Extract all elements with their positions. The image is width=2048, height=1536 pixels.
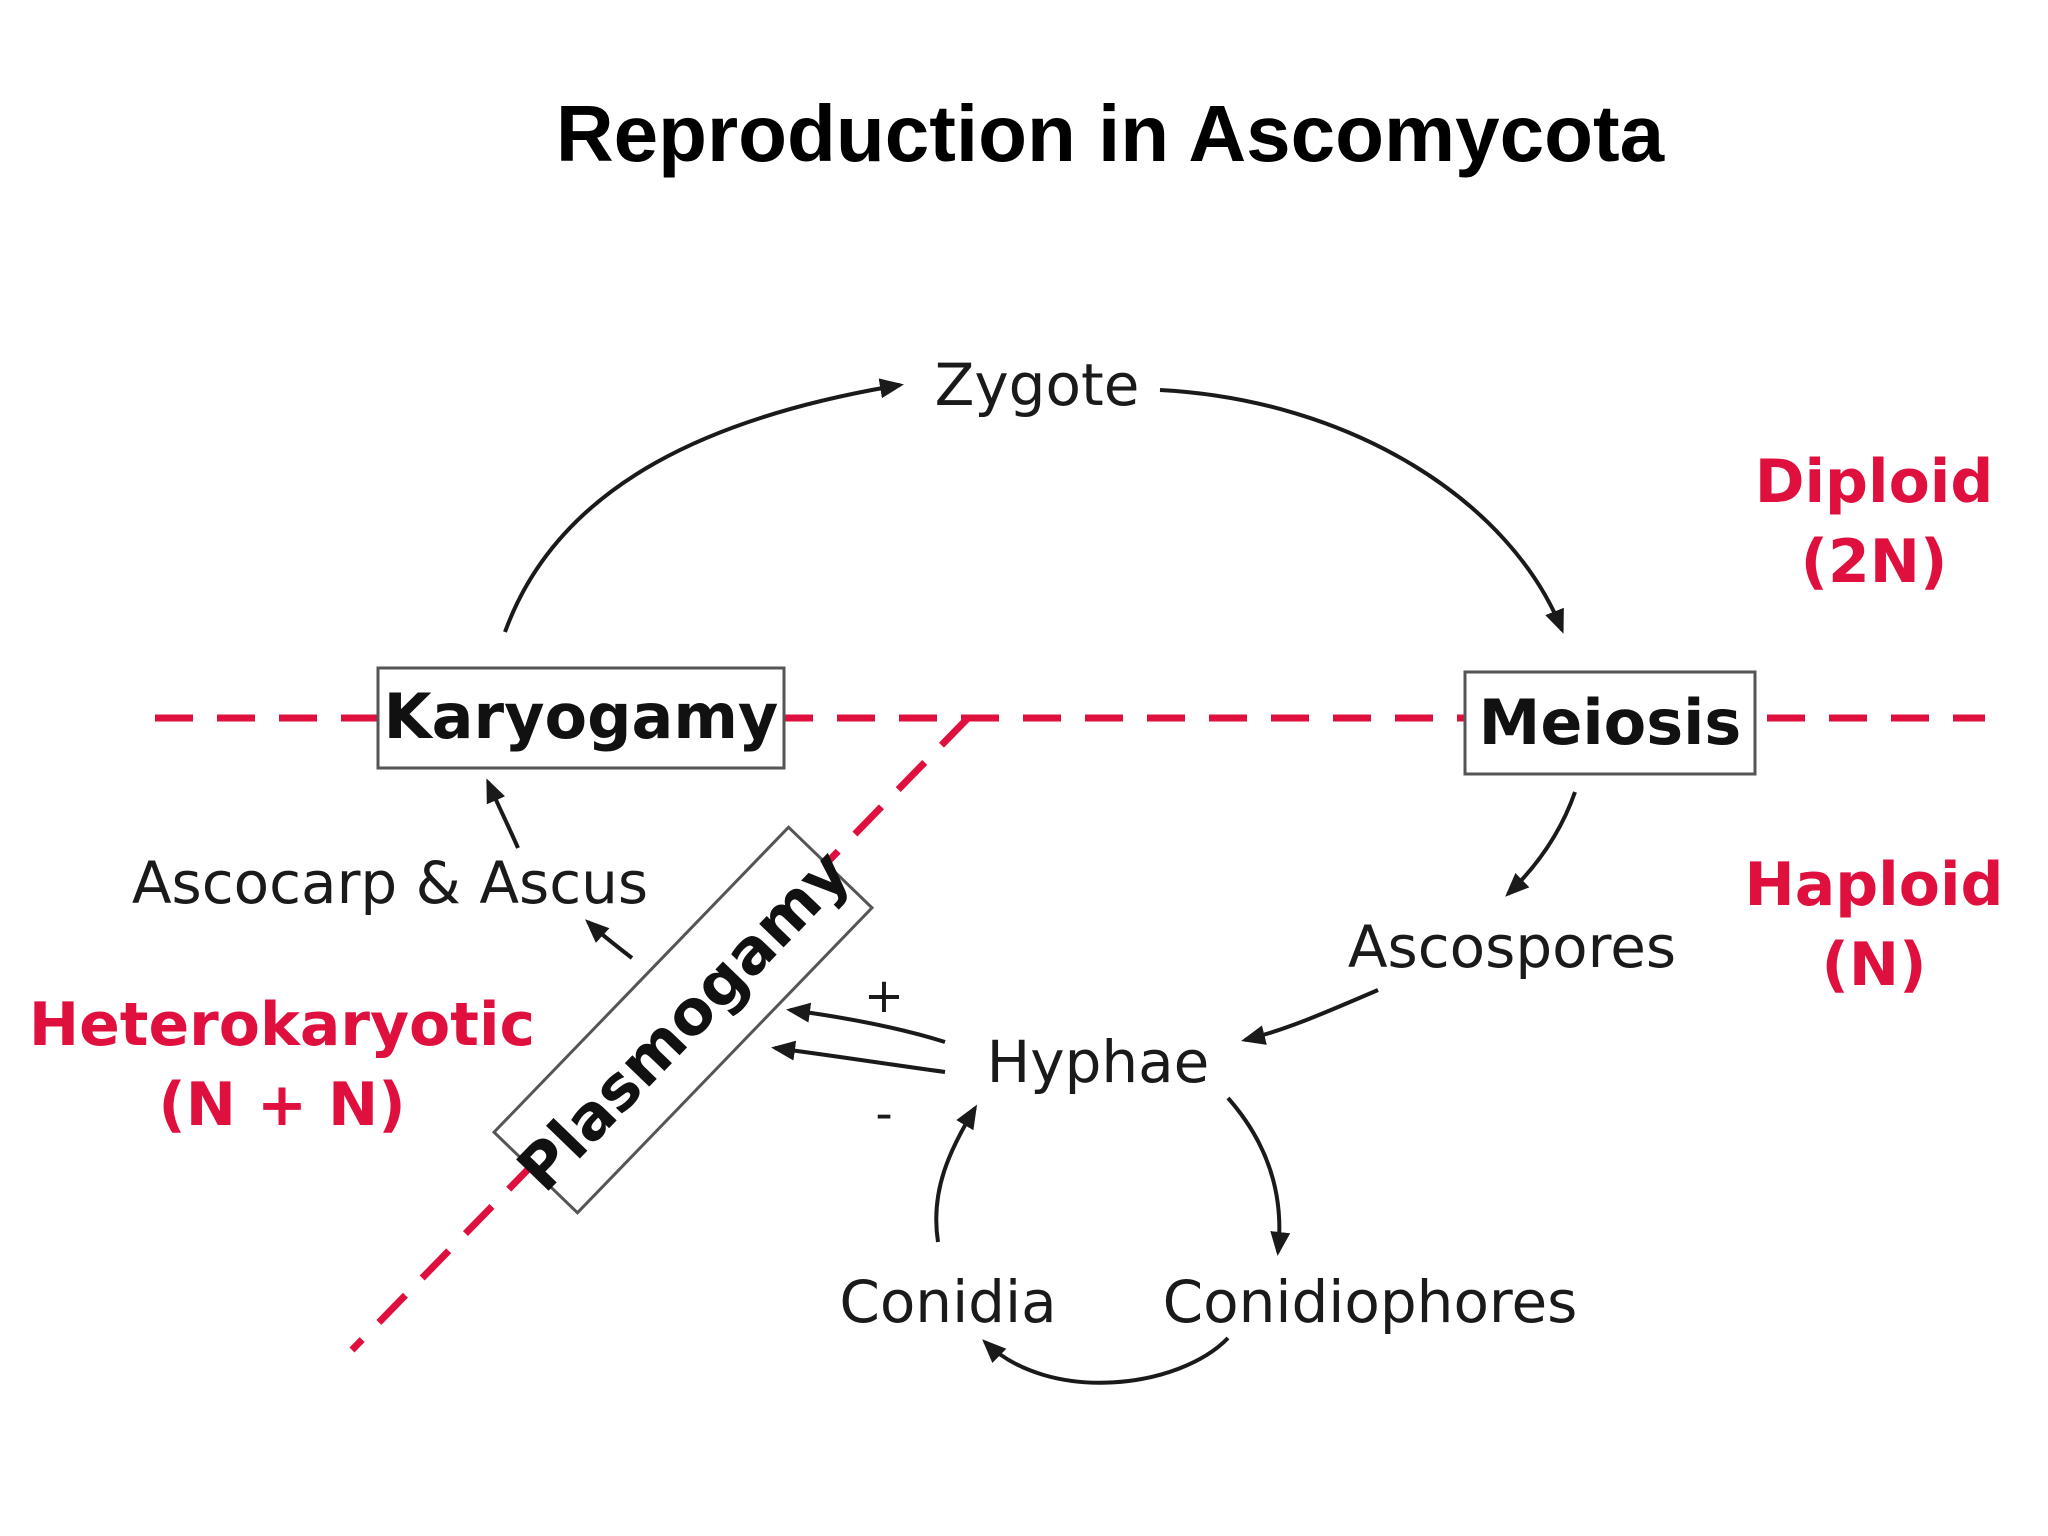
karyogamy-label: Karyogamy xyxy=(384,680,779,753)
arrow-conidiophores-to-conidia xyxy=(982,1336,1230,1385)
meiosis-box xyxy=(1463,670,1757,776)
zygote-label: Zygote xyxy=(935,351,1140,419)
diploid-phase-label: Diploid (2N) xyxy=(1755,447,1994,597)
arrow-plus-hyphae-to-plasmogamy xyxy=(786,1002,946,1044)
diploid-ploidy: (2N) xyxy=(1801,527,1948,597)
meiosis-node: Meiosis xyxy=(1463,670,1757,776)
heterokaryotic-ploidy: (N + N) xyxy=(158,1070,405,1140)
arrow-ascospores-to-hyphae xyxy=(1241,988,1379,1045)
arrow-meiosis-to-ascospores xyxy=(1505,791,1577,897)
plasmogamy-box xyxy=(491,825,875,1215)
minus-mating-type: - xyxy=(875,1086,892,1142)
page-title: Reproduction in Ascomycota xyxy=(555,89,1665,178)
conidiophores-label: Conidiophores xyxy=(1163,1268,1578,1336)
arrow-karyogamy-to-zygote xyxy=(503,378,904,633)
cycle-arrows xyxy=(486,378,1577,1385)
conidia-label: Conidia xyxy=(839,1268,1056,1336)
plus-mating-type: + xyxy=(864,968,904,1024)
arrow-minus-hyphae-to-plasmogamy xyxy=(771,1040,946,1074)
haploid-label: Haploid xyxy=(1745,850,2004,920)
arrow-plasmogamy-to-ascocarp xyxy=(585,919,634,960)
karyogamy-box xyxy=(376,666,786,770)
karyogamy-node: Karyogamy xyxy=(376,666,786,770)
heterokaryotic-phase-label: Heterokaryotic (N + N) xyxy=(29,990,535,1140)
arrow-hyphae-to-conidiophores xyxy=(1226,1096,1291,1256)
haploid-phase-label: Haploid (N) xyxy=(1745,850,2004,1000)
diploid-label: Diploid xyxy=(1755,447,1994,517)
haploid-ploidy: (N) xyxy=(1821,930,1926,1000)
arrow-zygote-to-meiosis xyxy=(1159,388,1564,634)
hyphae-label: Hyphae xyxy=(987,1028,1210,1096)
ascospores-label: Ascospores xyxy=(1348,913,1676,981)
arrow-conidia-to-hyphae xyxy=(934,1104,978,1243)
meiosis-label: Meiosis xyxy=(1479,686,1742,759)
heterokaryotic-label: Heterokaryotic xyxy=(29,990,535,1060)
ascocarp-ascus-label: Ascocarp & Ascus xyxy=(132,849,648,917)
arrow-ascocarp-to-karyogamy xyxy=(486,778,520,849)
